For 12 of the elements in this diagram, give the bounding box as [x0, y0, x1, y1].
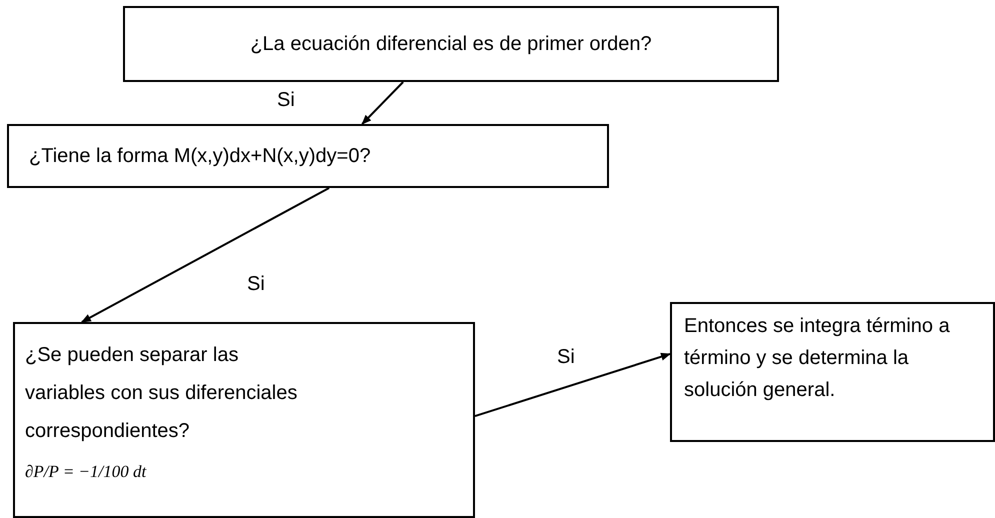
process-box [13, 322, 475, 518]
process-box [7, 124, 609, 188]
arrow [361, 81, 404, 125]
formula-text: ∂P/P = −1/100 dt [25, 461, 148, 483]
node-text: ¿Tiene la forma M(x,y)dx+N(x,y)dy=0? [29, 144, 372, 169]
node-text: ¿La ecuación diferencial es de primer orden? [249, 32, 653, 57]
arrow [474, 352, 671, 418]
node-text: Entonces se integra término a término y se determina la solución general. [684, 314, 951, 403]
node-text: ¿Se pueden separar las variables con sus diferenciales correspondientes? [25, 343, 298, 444]
process-box [670, 302, 995, 442]
process-box [123, 6, 779, 82]
arrow [80, 187, 330, 323]
